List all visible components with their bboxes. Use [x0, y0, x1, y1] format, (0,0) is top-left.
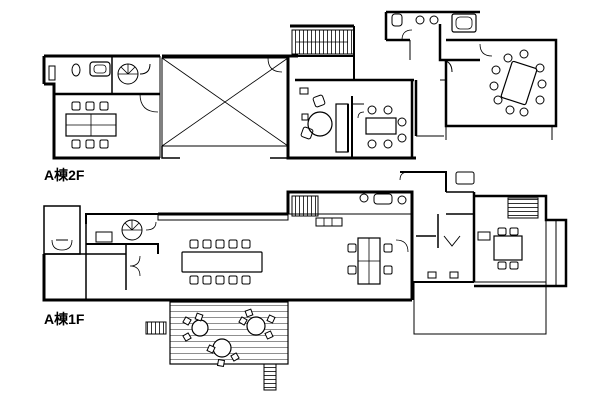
upper-stair — [291, 29, 355, 55]
floor-label-2f: A棟2F — [44, 167, 85, 183]
lounge-round-table-2f — [299, 87, 349, 153]
living-sofa-group-1f — [347, 237, 409, 285]
lower-floor-plan — [42, 171, 568, 391]
study-table-2f — [357, 105, 407, 149]
dining-table-right-1f — [477, 227, 523, 270]
spiral-stair-1f — [95, 219, 157, 243]
floor-label-1f: A棟1F — [44, 311, 85, 327]
seminar-table-2f — [479, 43, 547, 117]
dining-table-1f — [181, 239, 263, 285]
meeting-table-2f — [65, 93, 159, 149]
void-open-to-below — [161, 54, 289, 159]
upper-floor-plan — [42, 10, 558, 160]
spiral-stair — [117, 63, 151, 85]
deck-round-tables — [182, 308, 276, 368]
lower-stair — [291, 195, 319, 217]
